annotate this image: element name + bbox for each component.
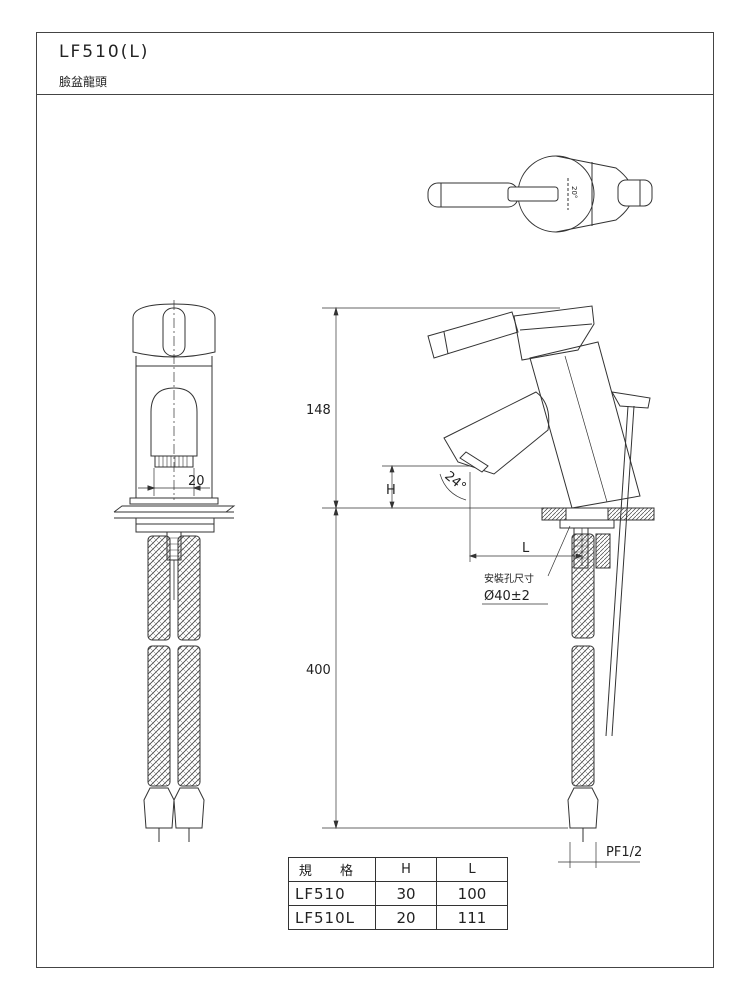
dim-outlet-width: 20 [188, 474, 205, 489]
cell-model: LF510 [288, 881, 376, 906]
front-view-hose-right-lower [177, 645, 201, 787]
top-view: 20° [427, 155, 653, 233]
front-view-hose-left-upper [147, 535, 171, 641]
dim-spout-height: H [386, 483, 396, 498]
title-block: LF510(L) 臉盆龍頭 [37, 33, 713, 95]
side-view-body [529, 341, 641, 509]
table-row: LF510 30 100 [288, 881, 508, 906]
header-spec: 規 格 [288, 857, 376, 882]
side-view [427, 305, 655, 842]
top-view-drain-knob [617, 179, 653, 207]
dimension-lines [322, 306, 640, 868]
header-l: L [436, 857, 508, 882]
svg-text:20°: 20° [570, 186, 578, 198]
side-view-hose-lower [571, 645, 595, 787]
front-view-fitting-left [143, 787, 175, 829]
side-view-fitting [567, 787, 599, 829]
mount-hole-size: Ø40±2 [484, 589, 530, 604]
header-h: H [375, 857, 437, 882]
product-name: 臉盆龍頭 [59, 75, 108, 89]
spec-table-header: 規 格 H L [288, 857, 508, 882]
side-view-spout [443, 391, 550, 475]
dim-400: 400 [306, 663, 331, 678]
front-view-aerator [154, 455, 194, 468]
cell-l: 100 [436, 881, 508, 906]
front-view-hose-left-lower [147, 645, 171, 787]
side-view-cap [513, 305, 595, 361]
drawing-sheet: LF510(L) 臉盆龍頭 [36, 32, 714, 968]
front-view-cap [132, 303, 216, 358]
cell-h: 20 [375, 905, 437, 930]
table-row: LF510L 20 111 [288, 905, 508, 930]
cell-l: 111 [436, 905, 508, 930]
thread-size: PF1/2 [606, 845, 642, 860]
side-view-drain-knob [611, 391, 651, 409]
cell-model: LF510L [288, 905, 376, 930]
cell-h: 30 [375, 881, 437, 906]
front-view-spout [150, 387, 198, 457]
spec-table: 規 格 H L LF510 30 100 LF510L 20 111 [288, 857, 508, 930]
dim-spout-reach: L [522, 541, 530, 556]
model-number: LF510(L) [59, 42, 150, 62]
side-view-lever [427, 311, 519, 359]
front-view-fitting-right [173, 787, 205, 829]
mount-hole-label: 安裝孔尺寸 [484, 572, 534, 585]
front-view-hose-right-upper [177, 535, 201, 641]
front-view [113, 300, 236, 842]
side-view-hose-upper [571, 533, 595, 639]
dim-148: 148 [306, 403, 331, 418]
dim-spout-angle: 24° [441, 469, 468, 495]
